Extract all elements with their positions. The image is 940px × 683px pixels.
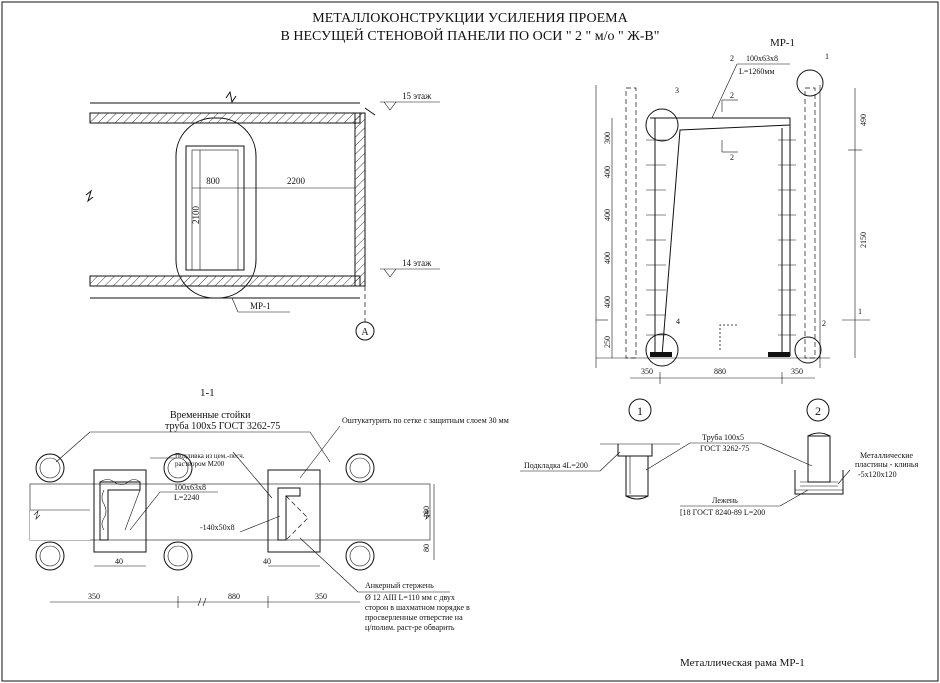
dim-180: 180 [422,506,431,518]
dim-880: 880 [228,592,240,601]
plates-note-3: -5х120х120 [858,470,897,479]
bottom-dim-350a: 350 [641,367,653,376]
plates-note-1: Металлические [860,451,914,460]
callout-2-num: 2 [822,319,826,328]
section-1-right: 1 [858,307,862,316]
dim-40-right: 40 [263,557,271,566]
pad-note: Подкладка 4L=200 [524,461,588,470]
node-1-pipe [625,455,649,497]
posts-label-1: Временные стойки [170,410,251,421]
right-dim-490: 490 [859,114,868,126]
frame-title: МР-1 [770,37,795,49]
pipe-4-outer [163,541,193,571]
pipe-2-outer [35,541,65,571]
section-2-top: 2 [730,91,734,100]
left-plate-assembly [93,469,147,553]
node-2-bubble [806,398,830,422]
pipe-6-outer [345,541,375,571]
profile-count: 2 [730,54,734,63]
anchor-note-4: просверленные отверстие на [365,613,463,622]
left-base-plate [650,352,672,357]
callout-1-num: 1 [825,52,829,61]
dim-80: 80 [422,544,431,552]
node-1-label: 1 [637,404,643,418]
floor-14-label: 14 этаж [402,258,432,268]
node-1-bubble [628,398,652,422]
grout-note-1: Подливка из цем.-песч. [175,452,245,460]
anchor-note-5: ц/полим. раст-ре обварить [365,623,455,632]
frame-callout-1 [796,69,824,97]
callout-3-num: 3 [675,86,679,95]
left-dim-400d: 400 [603,296,612,308]
section-2-bottom: 2 [730,153,734,162]
details-nodes: 1 2 Подкладка 4L=200 Труба 100х5 ГОСТ 32… [520,398,919,517]
plaster-note: Оштукатурить по сетке с защитным слоем 3… [342,416,509,425]
title-line-2: В НЕСУЩЕЙ СТЕНОВОЙ ПАНЕЛИ ПО ОСИ " 2 " м… [281,27,660,44]
left-dim-400c: 400 [603,252,612,264]
pipe-1-outer [35,453,65,483]
pipe-note-1: Труба 100х5 [702,433,744,442]
lezhen-gost: [18 ГОСТ 8240-89 L=200 [680,508,765,517]
plates-note-2: пластины - клинья [855,460,919,469]
posts-label-2: труба 100х5 ГОСТ 3262-75 [165,421,280,432]
frame-callout-2 [794,336,822,364]
grout-note-2: раствором М200 [175,460,225,468]
anchor-note-1: Анкерный стержень [365,581,434,590]
mr1-callout-outline [175,117,257,299]
left-dim-400b: 400 [603,209,612,221]
bottom-slab [89,275,361,287]
pipe-5-outer [345,453,375,483]
section-label: 1-1 [200,387,215,399]
left-dim-400a: 400 [603,166,612,178]
plan-view: 800 2200 2100 15 этаж 14 этаж МР-1 А [85,90,440,341]
anchor-note-2: Ø 12 АIII L=110 мм с двух [365,593,455,602]
dim-350-right: 350 [315,592,327,601]
profile-spec: 100х63х8 [746,54,778,63]
plate-spec: -140х50х8 [200,523,235,532]
angle-spec: 100х63х8 [174,483,206,492]
frame-lintel [650,117,791,357]
right-base-plate [768,352,790,357]
plan-dim-length: 2200 [287,176,306,186]
right-post [804,87,816,359]
axis-a-label: А [361,327,369,338]
node-2-label: 2 [815,404,821,418]
drawing-caption: Металлическая рама МР-1 [680,657,805,669]
frame-callout-4 [645,333,679,367]
bottom-dim-880: 880 [714,367,726,376]
profile-length: L=1260мм [739,67,775,76]
right-dim-2150: 2150 [859,232,868,248]
node-2-pipe [807,435,831,483]
dim-40-left: 40 [115,557,123,566]
section-1-1: 1-1 Временные стойки труба 100х5 ГОСТ 32… [29,387,509,632]
left-post [625,87,637,359]
right-plate-assembly [267,469,321,553]
callout-4-num: 4 [676,317,680,326]
title-line-1: МЕТАЛЛОКОНСТРУКЦИИ УСИЛЕНИЯ ПРОЕМА [312,11,628,26]
axis-a-bubble [355,321,375,341]
bottom-dim-350b: 350 [791,367,803,376]
left-dim-250: 250 [603,336,612,348]
plan-dim-width: 800 [206,176,220,186]
frame-callout-3 [645,108,679,142]
left-dim-300: 300 [603,132,612,144]
lezhen-note: Лежень [712,496,738,505]
angle-length: L=2240 [174,493,199,502]
pipe-3-outer [163,453,193,483]
plan-callout-mr1: МР-1 [250,301,271,311]
pipe-note-2: ГОСТ 3262-75 [700,444,749,453]
dim-350-left: 350 [88,592,100,601]
anchor-note-3: сторон в шахматном порядке в [365,603,470,612]
floor-15-label: 15 этаж [402,91,432,101]
plan-dim-height: 2100 [191,206,201,225]
frame-mr1-elevation: МР-1 2 100х63х8 L=1260мм [595,37,870,384]
side-wall [354,112,366,287]
top-slab [89,112,361,124]
